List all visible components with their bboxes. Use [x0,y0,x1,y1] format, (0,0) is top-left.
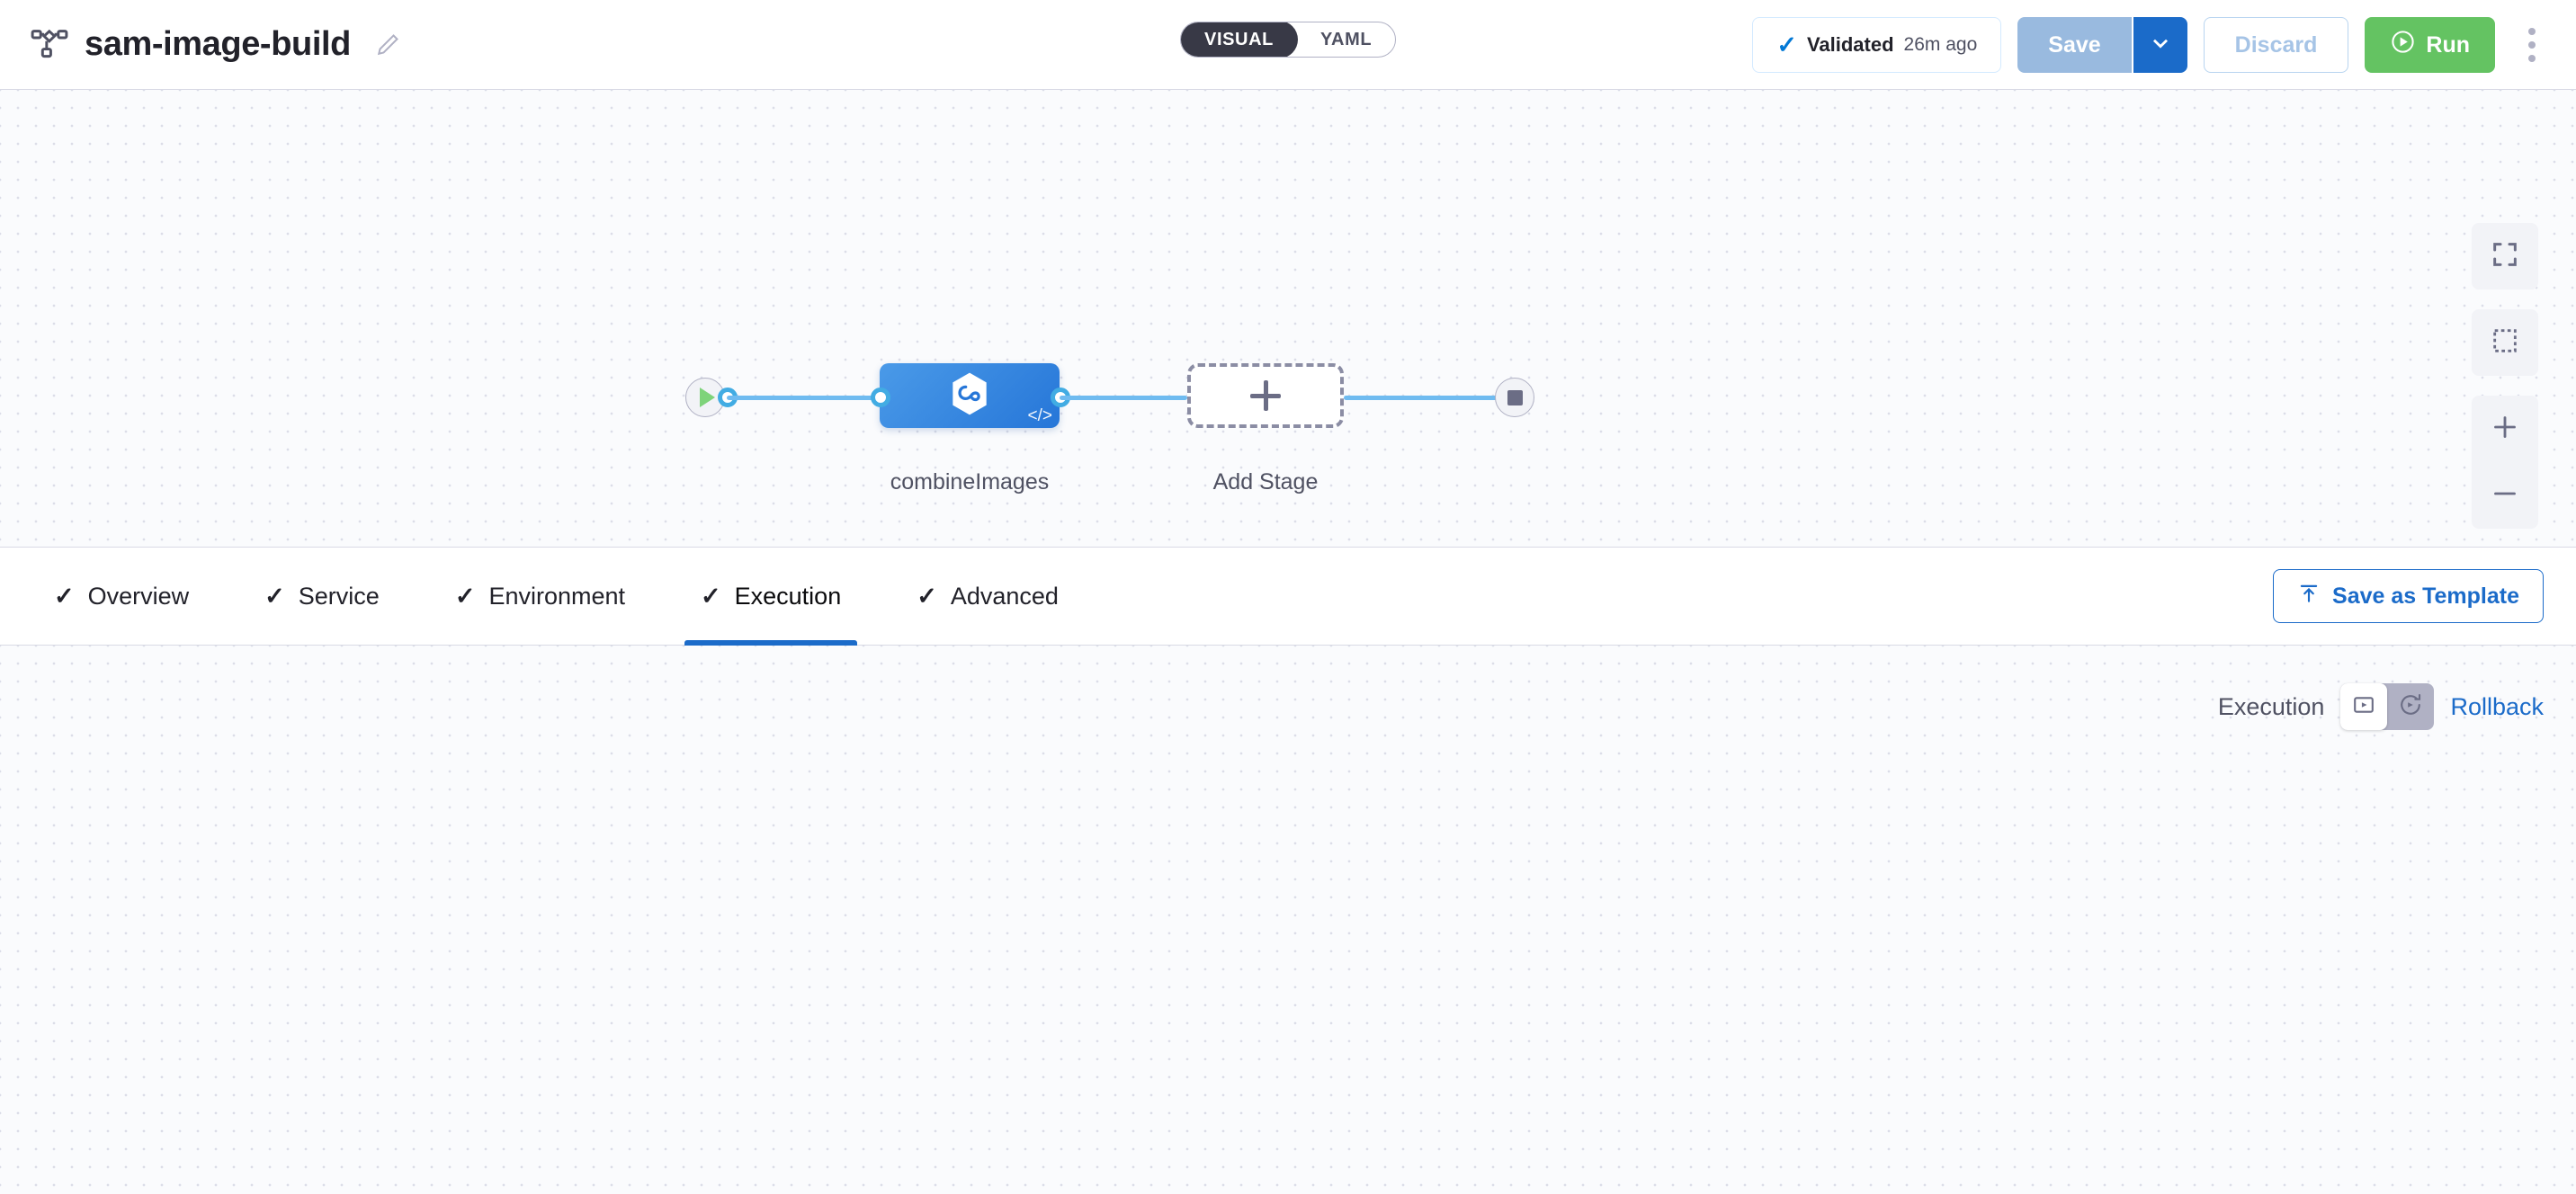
check-icon: ✓ [917,582,937,610]
visual-yaml-toggle[interactable]: VISUAL YAML [1180,22,1397,58]
edge-addstage-to-end [1344,396,1515,400]
validated-label: Validated [1806,33,1894,56]
rollback-link[interactable]: Rollback [2450,692,2544,720]
execution-rollback-switch: Execution [2218,683,2544,730]
tab-list: ✓ Overview ✓ Service ✓ Environment ✓ Exe… [0,548,1096,646]
save-as-template-button[interactable]: Save as Template [2273,569,2544,623]
stage-canvas[interactable]: </> combineImages Add Stage [0,90,2576,548]
run-button[interactable]: Run [2365,17,2495,73]
save-button-group[interactable]: Save [2017,17,2187,73]
tab-visual[interactable]: VISUAL [1181,22,1298,57]
zoom-in-button[interactable] [2472,396,2538,462]
toggle-rollback-mode[interactable] [2387,683,2434,730]
selection-box-icon [2490,325,2520,361]
tab-label: Service [298,582,380,610]
view-mode-toggle[interactable]: VISUAL YAML [1180,22,1397,58]
tab-execution[interactable]: ✓ Execution [663,548,879,646]
upload-template-icon [2297,582,2321,611]
toggle-execution-mode[interactable] [2340,683,2388,730]
save-dropdown-button[interactable] [2131,17,2187,73]
tab-advanced[interactable]: ✓ Advanced [879,548,1096,646]
edge-stage-to-addstage [1060,396,1187,400]
check-icon: ✓ [54,582,75,610]
page-title: sam-image-build [85,25,351,63]
stage-node-combineimages[interactable]: </> [880,363,1060,428]
tab-label: Overview [87,582,190,610]
check-icon: ✓ [701,582,721,610]
canvas-zoom-controls [2472,223,2538,529]
plus-icon [2489,411,2521,448]
tab-label: Environment [488,582,626,610]
save-button[interactable]: Save [2017,17,2132,73]
header-left: sam-image-build [0,25,401,64]
fit-to-screen-icon [2490,239,2520,274]
header-actions: ✓ Validated 26m ago Save Discard [1752,0,2553,90]
play-box-icon [2351,692,2376,722]
zoom-out-button[interactable] [2472,462,2538,529]
select-area-button[interactable] [2472,309,2538,376]
stop-icon [1507,389,1523,405]
stage-node-label: combineImages [890,469,1050,495]
execution-canvas[interactable]: Execution [0,646,2576,1194]
check-icon: ✓ [264,582,285,610]
check-icon: ✓ [454,582,476,610]
save-as-template-label: Save as Template [2332,583,2519,609]
rollback-arrow-icon [2398,692,2423,722]
execution-mode-label: Execution [2217,692,2325,720]
stage-in-port[interactable] [871,388,890,407]
tab-label: Execution [734,582,842,610]
tab-overview[interactable]: ✓ Overview [16,548,227,646]
kebab-menu-icon[interactable] [2511,17,2553,73]
tab-environment[interactable]: ✓ Environment [417,548,663,646]
status-badge: ✓ Validated 26m ago [1752,17,2002,73]
play-circle-icon [2390,29,2416,61]
run-label: Run [2426,31,2470,58]
app-header: sam-image-build VISUAL YAML ✓ Validated … [0,0,2576,90]
check-icon: ✓ [1776,31,1797,58]
execution-mode-toggle[interactable] [2340,683,2435,730]
tab-service[interactable]: ✓ Service [227,548,417,646]
play-icon [699,388,715,407]
pipeline-nodes-icon [31,26,68,64]
tab-label: Advanced [950,582,1059,610]
minus-icon [2489,477,2521,514]
pencil-icon[interactable] [374,31,401,58]
discard-button[interactable]: Discard [2203,17,2349,73]
code-badge-icon: </> [1027,406,1052,425]
tab-yaml[interactable]: YAML [1319,29,1373,49]
stage-end-node [1495,378,1534,417]
validated-timestamp: 26m ago [1903,34,1978,55]
harness-hexagon-icon [944,369,995,423]
edge-start-to-stage [727,396,880,400]
add-stage-label: Add Stage [1212,469,1319,495]
stage-config-tabs: ✓ Overview ✓ Service ✓ Environment ✓ Exe… [0,548,2576,646]
add-stage-button[interactable] [1187,363,1344,428]
chevron-down-icon [2149,31,2172,59]
fit-to-screen-button[interactable] [2472,223,2538,290]
